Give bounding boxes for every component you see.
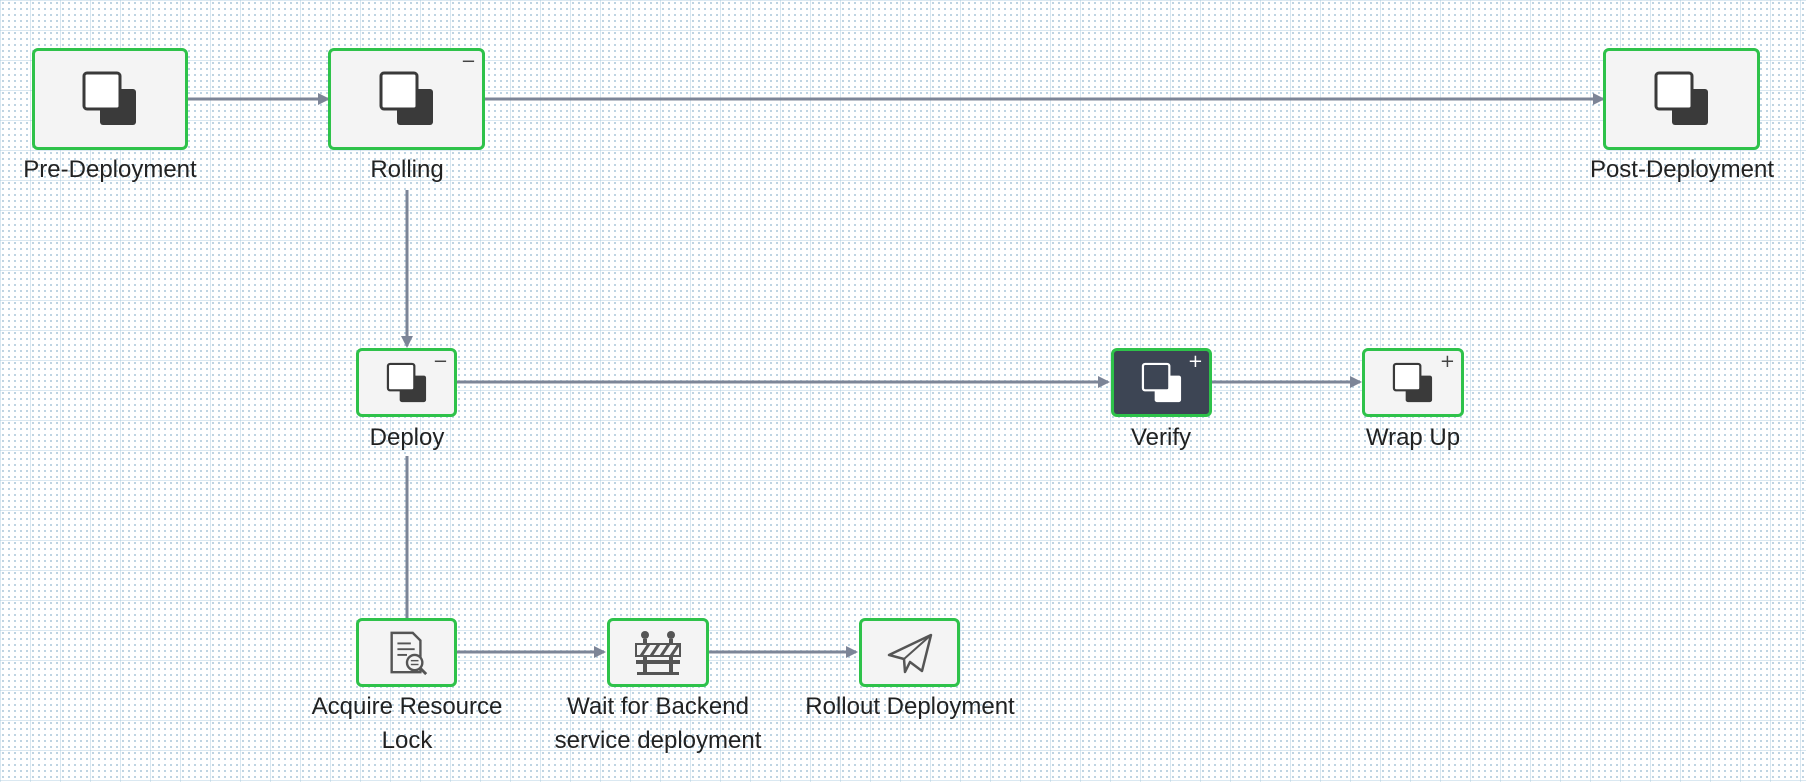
- node-deploy[interactable]: −: [356, 348, 457, 417]
- label-line: Wait for Backend: [567, 693, 749, 720]
- collapse-toggle[interactable]: −: [432, 351, 448, 372]
- expand-toggle[interactable]: +: [1439, 351, 1455, 372]
- node-label-post-deployment: Post-Deployment: [1589, 156, 1775, 183]
- node-rollout-deployment[interactable]: [859, 618, 960, 687]
- paper-plane-icon: [887, 633, 932, 673]
- node-acquire-resource-lock[interactable]: [356, 618, 457, 687]
- node-post-deployment[interactable]: [1603, 48, 1760, 150]
- node-label-pre-deployment: Pre-Deployment: [23, 156, 197, 183]
- node-label-wrap-up: Wrap Up: [1365, 424, 1461, 451]
- overlapping-squares-icon: [1654, 71, 1708, 125]
- collapse-toggle[interactable]: −: [460, 51, 476, 72]
- node-rolling[interactable]: −: [328, 48, 485, 150]
- document-search-icon: [389, 631, 427, 675]
- node-pre-deployment[interactable]: [32, 48, 188, 150]
- overlapping-squares-icon: [1141, 362, 1181, 402]
- expand-toggle[interactable]: +: [1187, 351, 1203, 372]
- label-line: service deployment: [554, 727, 762, 754]
- overlapping-squares-icon: [386, 362, 426, 402]
- node-label-rollout-deployment: Rollout Deployment: [805, 693, 1015, 720]
- label-line: Lock: [381, 727, 433, 754]
- node-label-acquire-resource-lock: Acquire Resource Lock: [297, 690, 517, 758]
- overlapping-squares-icon: [379, 71, 433, 125]
- node-label-rolling: Rolling: [370, 156, 444, 183]
- overlapping-squares-icon: [82, 71, 136, 125]
- node-wrap-up[interactable]: +: [1362, 348, 1464, 417]
- overlapping-squares-icon: [1392, 362, 1433, 402]
- label-line: Acquire Resource: [311, 693, 503, 720]
- barrier-icon: [635, 630, 681, 675]
- node-verify[interactable]: +: [1111, 348, 1212, 417]
- node-label-verify: Verify: [1130, 424, 1192, 451]
- node-label-wait-for-backend: Wait for Backend service deployment: [543, 690, 773, 758]
- node-label-deploy: Deploy: [369, 424, 445, 451]
- node-wait-for-backend[interactable]: [607, 618, 709, 687]
